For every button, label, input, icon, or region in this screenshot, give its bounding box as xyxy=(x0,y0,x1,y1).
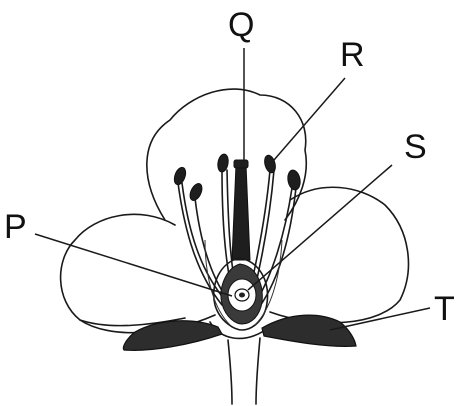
back-petal xyxy=(147,89,306,220)
label-Q: Q xyxy=(228,6,254,44)
anther xyxy=(188,182,205,203)
stalk xyxy=(228,338,260,404)
label-S: S xyxy=(404,128,427,166)
stigma xyxy=(234,160,248,168)
right-petal xyxy=(270,187,408,322)
anther xyxy=(263,154,277,174)
label-P: P xyxy=(4,208,27,246)
style xyxy=(232,165,250,260)
ovule-inner xyxy=(239,293,245,298)
anther xyxy=(172,166,188,186)
label-T: T xyxy=(434,290,455,328)
leader-line-R xyxy=(274,78,345,160)
label-R: R xyxy=(340,36,365,74)
leader-line-S xyxy=(248,165,392,290)
anther xyxy=(286,169,301,191)
leader-line-T xyxy=(330,308,430,330)
right-sepal xyxy=(262,315,356,346)
